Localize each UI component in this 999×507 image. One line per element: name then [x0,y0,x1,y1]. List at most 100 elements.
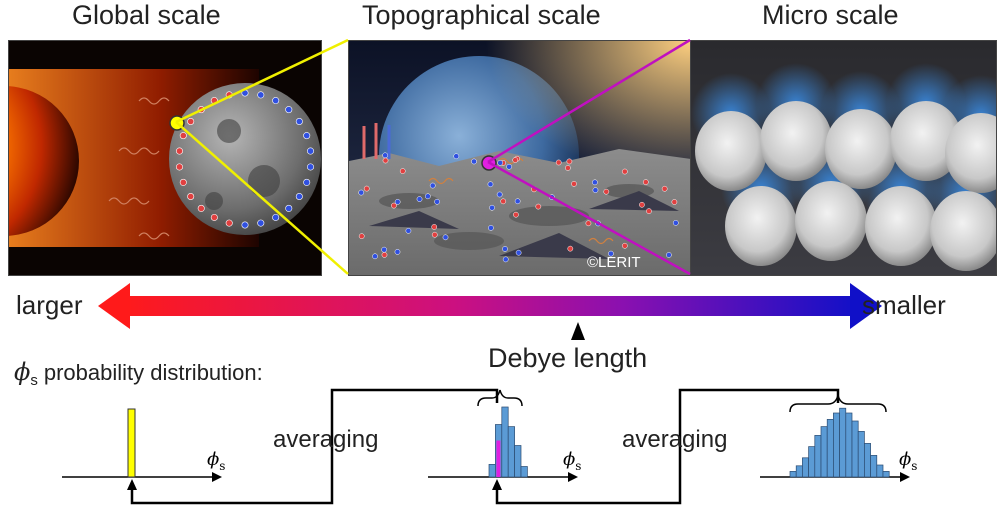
smaller-label: smaller [862,290,946,320]
histogram-bar [882,471,890,478]
negative-charge [489,204,495,211]
histogram-bar [826,419,834,478]
phi-symbol: ϕ [14,358,31,386]
positive-charge [565,165,571,171]
negative-charge [285,106,293,114]
axis-label-micro: ϕs [899,449,917,473]
regolith-grain [795,181,867,261]
positive-charge [621,168,628,175]
histogram-bar [488,464,496,478]
negative-charge [506,163,512,170]
axis-label-global: ϕs [207,449,225,473]
axis-arrow-head [900,472,910,482]
axis-arrow-head [568,472,578,482]
negative-charge [394,249,401,255]
histogram-bar [857,431,865,478]
global-zoom-connector [175,38,349,275]
positive-charge [512,157,519,163]
negative-charge [592,187,599,194]
negative-charge [592,179,598,186]
positive-charge [399,168,406,174]
scale-gradient-arrow [98,283,882,329]
histogram-bar [833,412,840,478]
negative-charge [502,246,508,252]
negative-charge [416,196,423,202]
positive-charge [381,252,388,258]
histogram-bar [789,471,797,478]
negative-charge [303,178,311,186]
averaging-label-1: averaging [273,426,379,453]
negative-charge [307,147,315,155]
positive-charge [187,118,195,126]
histogram-bar [127,408,136,478]
negative-charge [608,250,614,257]
probability-distribution-text: probability distribution: [43,360,263,385]
topographical-scale-panel: ©LERIT [348,40,692,276]
axis-arrow-head [212,472,222,482]
negative-charge [394,199,401,205]
positive-charge [642,179,649,185]
positive-charge [175,163,183,171]
negative-charge [666,252,672,258]
negative-charge [272,213,280,221]
regolith-grain [695,111,767,191]
averaging-label-2: averaging [622,426,728,453]
positive-charge [661,185,668,192]
global-scale-illustration [9,41,321,275]
histogram-bar [808,446,816,478]
positive-charge [571,181,577,187]
negative-charge [672,220,679,226]
micro-scale-panel [690,40,997,276]
histogram-bar [876,464,884,478]
negative-charge [453,153,460,160]
negative-charge [358,189,365,196]
topographical-range-brace [477,389,523,407]
histogram-bar [520,466,528,478]
flow-arrow-head [492,479,502,490]
micro-scale-title: Micro scale [762,0,899,30]
histogram-bar [814,435,822,478]
positive-charge [513,211,519,218]
negative-charge [502,256,509,263]
global-scale-panel [8,40,322,276]
global-scale-title: Global scale [72,0,221,30]
debye-length-label: Debye length [488,343,648,373]
micro-range-brace [789,394,887,413]
negative-charge [307,163,315,171]
negative-charge [497,159,504,166]
positive-charge [646,208,652,214]
histogram-bar [514,445,522,478]
positive-charge [671,199,678,205]
axis-label-topographical: ϕs [563,449,581,473]
histogram-bar [845,412,853,478]
positive-charge [225,219,233,227]
negative-charge [471,158,477,165]
positive-charge [567,245,574,252]
negative-charge [303,132,311,140]
regolith-grain [945,113,996,193]
positive-charge [363,185,370,192]
histogram-bar [820,426,828,478]
regolith-grain [725,186,797,266]
negative-charge [295,118,303,126]
positive-charge [500,198,507,205]
larger-label: larger [16,290,83,320]
histogram-bar [864,443,871,478]
negative-charge [257,91,265,99]
topographical-zoom-connector [487,38,691,276]
averaging-flow-lines [130,388,840,505]
negative-charge [257,219,265,227]
histogram-bar [507,426,515,478]
topographical-scale-title: Topographical scale [362,0,601,30]
negative-charge [272,97,280,105]
negative-charge [429,182,436,189]
regolith-grain [865,186,937,266]
histogram-bar [839,407,847,478]
histogram-bar [795,465,803,478]
regolith-grain [825,109,897,189]
regolith-grain [890,101,962,181]
positive-charge [175,147,183,155]
selected-bin-highlight [496,440,501,477]
positive-charge [382,157,389,164]
